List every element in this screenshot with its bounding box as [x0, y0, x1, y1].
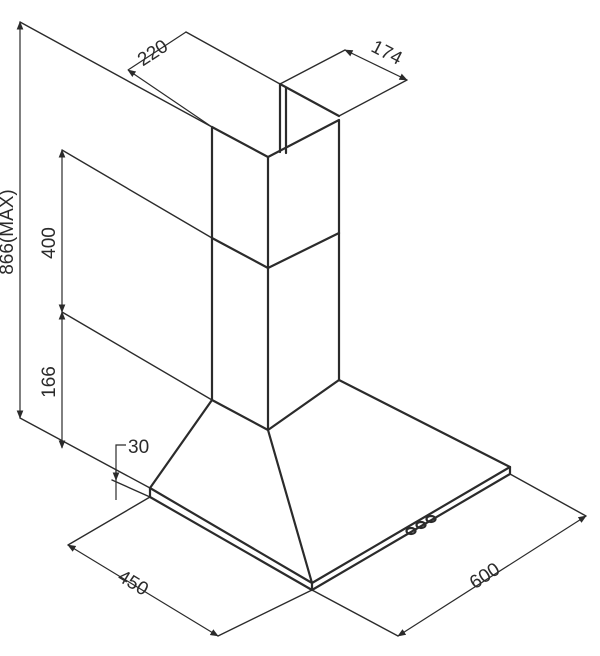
extension-lines — [19, 21, 587, 637]
chimney-joint — [210, 231, 341, 270]
range-hood-outline — [148, 82, 512, 592]
label-chimney-width: 220 — [134, 36, 172, 71]
dim-line-174 — [344, 49, 408, 81]
label-canopy-height: 166 — [39, 366, 60, 398]
label-chimney-height: 400 — [39, 227, 60, 259]
dim-line-600 — [397, 515, 587, 637]
dim-line-30 — [115, 444, 126, 500]
chimney-lower — [210, 231, 341, 432]
label-chimney-depth: 174 — [368, 37, 406, 70]
label-hood-depth: 450 — [114, 566, 152, 600]
dimension-lines — [16, 21, 587, 637]
dim-line-450 — [67, 544, 219, 637]
dim-line-220 — [127, 69, 213, 128]
canopy — [148, 378, 512, 585]
label-total-height: 866(MAX) — [0, 189, 18, 275]
label-edge-thickness: 30 — [128, 437, 149, 458]
chimney-upper — [210, 82, 341, 270]
